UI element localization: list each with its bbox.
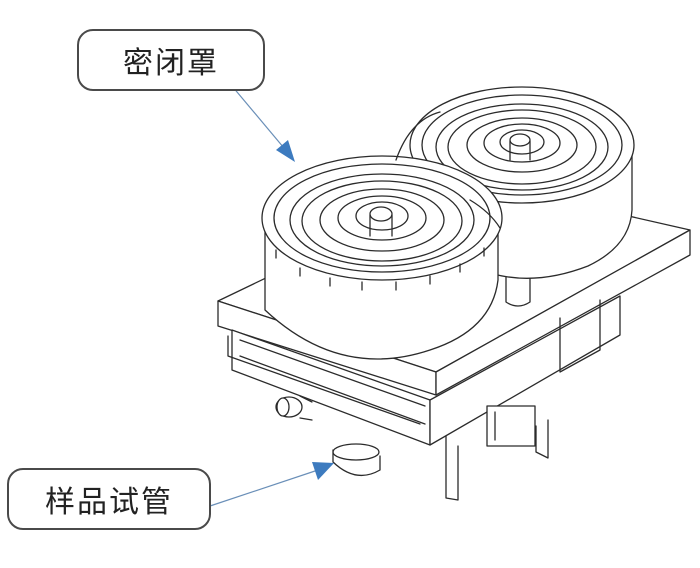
tube-label: 样品试管 [45,485,173,520]
sample-tube [332,443,381,477]
cover-label-callout: 密闭罩 [77,29,265,91]
tube-leader-arrow [209,462,334,507]
tube-label-callout: 样品试管 [7,468,211,530]
cover-leader-arrow [231,85,295,162]
sealed-cover-bridge [395,111,501,229]
cover-label: 密闭罩 [123,46,219,81]
left-chamber [261,155,503,360]
